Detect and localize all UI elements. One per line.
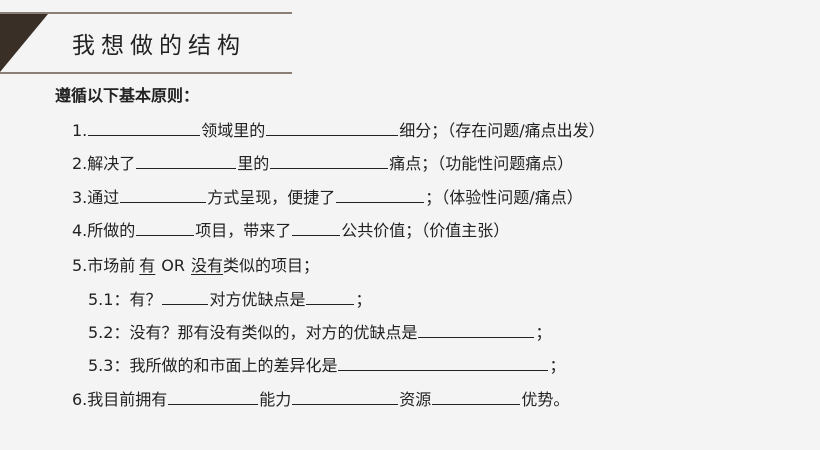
principle-5-text-e: 类似的项目； (223, 256, 320, 275)
blank-field (338, 354, 549, 371)
principle-4-text-c: 公共价值；（价值主张） (341, 221, 510, 240)
title-triangle-decoration (0, 14, 48, 72)
principle-3: 3.通过 方式呈现，便捷了 ；（体验性问题/痛点） (72, 184, 583, 208)
principle-1-text-a: 1. (72, 121, 88, 140)
title-top-rule (0, 12, 292, 14)
blank-field (136, 152, 237, 169)
principle-5-2: 5.2：没有？那有没有类似的，对方的优缺点是 ； (88, 319, 551, 343)
blank-field (270, 152, 389, 169)
blank-field (336, 186, 425, 203)
blank-field (418, 321, 535, 338)
principle-5-1-text-c: ； (355, 290, 372, 309)
blank-field (162, 288, 209, 305)
blank-field (136, 219, 195, 236)
principle-5-text-a: 5.市场前 (72, 256, 136, 275)
principle-2-text-a: 2.解决了 (72, 154, 136, 173)
blank-field (306, 288, 355, 305)
blank-field (266, 119, 399, 136)
principle-6-text-c: 资源 (399, 390, 432, 409)
blank-field (168, 388, 259, 405)
blank-field (432, 388, 521, 405)
principle-2: 2.解决了 里的 痛点；（功能性问题痛点） (72, 150, 573, 174)
page-title: 我想做的结构 (72, 33, 246, 59)
blank-field (120, 186, 207, 203)
principle-5-2-text-b: ； (535, 323, 552, 342)
blank-field (88, 119, 201, 136)
principle-1: 1. 领域里的 细分；（存在问题/痛点出发） (72, 117, 605, 141)
principle-6-text-d: 优势。 (521, 390, 570, 409)
principle-6-text-a: 6.我目前拥有 (72, 390, 168, 409)
principle-6: 6.我目前拥有 能力 资源 优势。 (72, 386, 569, 410)
principle-6-text-b: 能力 (259, 390, 292, 409)
principle-5-3: 5.3：我所做的和市面上的差异化是 ； (88, 352, 565, 376)
principle-4: 4.所做的 项目，带来了 公共价值；（价值主张） (72, 217, 509, 241)
principle-3-text-a: 3.通过 (72, 188, 120, 207)
principle-4-text-b: 项目，带来了 (195, 221, 292, 240)
principle-5-3-text-a: 5.3：我所做的和市面上的差异化是 (88, 356, 338, 375)
principle-5-yes: 有 (139, 256, 156, 275)
title-banner: 我想做的结构 (0, 12, 292, 74)
principle-5-2-text-a: 5.2：没有？那有没有类似的，对方的优缺点是 (88, 323, 418, 342)
title-bottom-rule (0, 72, 292, 74)
blank-field (292, 219, 341, 236)
principle-5-no: 没有 (191, 256, 224, 275)
principle-1-text-b: 领域里的 (201, 121, 266, 140)
principle-2-text-c: 痛点；（功能性问题痛点） (389, 154, 574, 173)
blank-field (292, 388, 399, 405)
principle-3-text-c: ；（体验性问题/痛点） (425, 188, 583, 207)
principle-1-text-c: 细分；（存在问题/痛点出发） (399, 121, 605, 140)
principle-2-text-b: 里的 (237, 154, 270, 173)
principle-5-1: 5.1：有？ 对方优缺点是 ； (88, 286, 371, 310)
principle-5-1-text-b: 对方优缺点是 (209, 290, 306, 309)
principle-5-1-text-a: 5.1：有？ (88, 290, 162, 309)
principle-5: 5.市场前 有 OR 没有 类似的项目； (72, 252, 319, 276)
principle-5-or: OR (161, 256, 186, 275)
intro-heading: 遵循以下基本原则： (55, 86, 200, 105)
principle-4-text-a: 4.所做的 (72, 221, 136, 240)
principle-3-text-b: 方式呈现，便捷了 (207, 188, 336, 207)
principle-5-3-text-b: ； (549, 356, 566, 375)
